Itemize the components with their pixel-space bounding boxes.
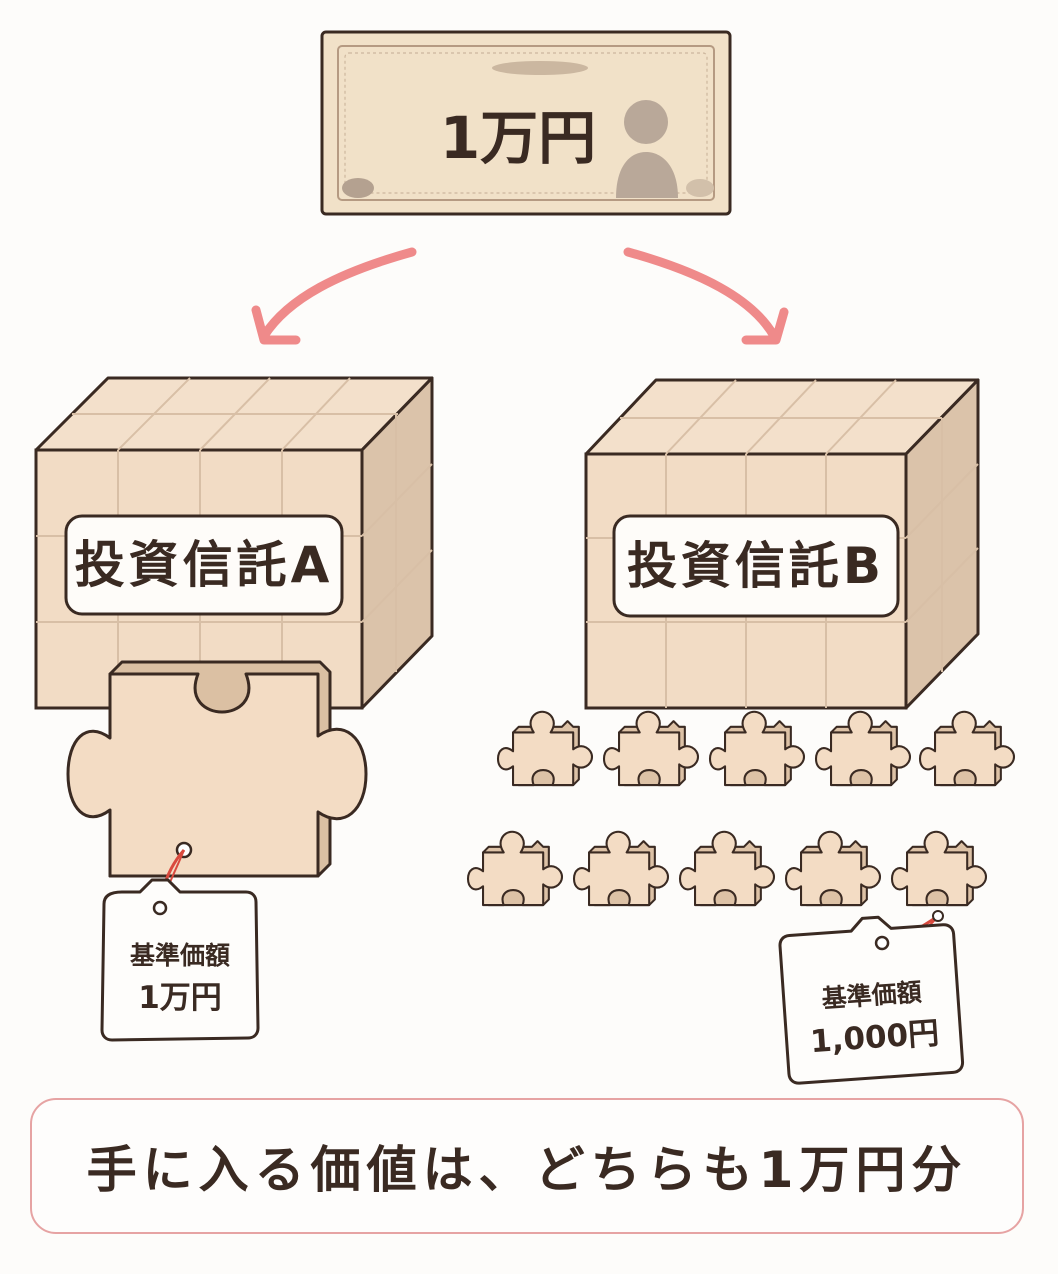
fund-a-label-box bbox=[64, 514, 344, 616]
bill-ornament bbox=[492, 61, 588, 75]
bill-ornament bbox=[342, 178, 374, 198]
fund-b-label-box bbox=[612, 514, 900, 618]
small-piece bbox=[918, 710, 1016, 787]
small-piece bbox=[496, 710, 594, 787]
bill-pattern bbox=[344, 52, 708, 194]
fund-a-price-tag: 基準価額 1万円 bbox=[100, 849, 260, 1042]
fund-b-small-pieces bbox=[466, 710, 1016, 907]
summary-box: 手に入る価値は、どちらも1万円分 bbox=[30, 1098, 1024, 1234]
small-piece bbox=[678, 830, 776, 907]
small-piece bbox=[602, 710, 700, 787]
fund-b-price-tag: 基準価額 1,000円 bbox=[778, 910, 965, 1085]
portrait-icon bbox=[616, 100, 678, 198]
small-piece bbox=[784, 830, 882, 907]
arrow-left-icon bbox=[251, 247, 417, 345]
yen-bill: 1万円 bbox=[320, 30, 732, 216]
fund-a-cube: 投資信託A bbox=[34, 376, 434, 710]
fund-b-name: 投資信託B bbox=[627, 537, 885, 595]
fund-b-cube: 投資信託B bbox=[584, 378, 980, 710]
small-piece bbox=[708, 710, 806, 787]
bill-amount: 1万円 bbox=[440, 104, 596, 172]
small-piece bbox=[890, 830, 988, 907]
small-piece bbox=[572, 830, 670, 907]
bill-inner-border bbox=[337, 45, 715, 201]
fund-a-big-piece bbox=[66, 660, 368, 878]
summary-text: 手に入る価値は、どちらも1万円分 bbox=[86, 1141, 968, 1199]
small-piece bbox=[814, 710, 912, 787]
bill-ornament bbox=[686, 179, 714, 197]
arrow-right-icon bbox=[623, 247, 789, 345]
fund-b-tag-title: 基準価額 bbox=[821, 977, 923, 1013]
fund-a-tag-value: 1万円 bbox=[138, 980, 222, 1016]
fund-b-tag-value: 1,000円 bbox=[809, 1015, 940, 1060]
small-piece bbox=[466, 830, 564, 907]
fund-a-tag-title: 基準価額 bbox=[130, 941, 230, 970]
fund-a-name: 投資信託A bbox=[75, 536, 334, 594]
